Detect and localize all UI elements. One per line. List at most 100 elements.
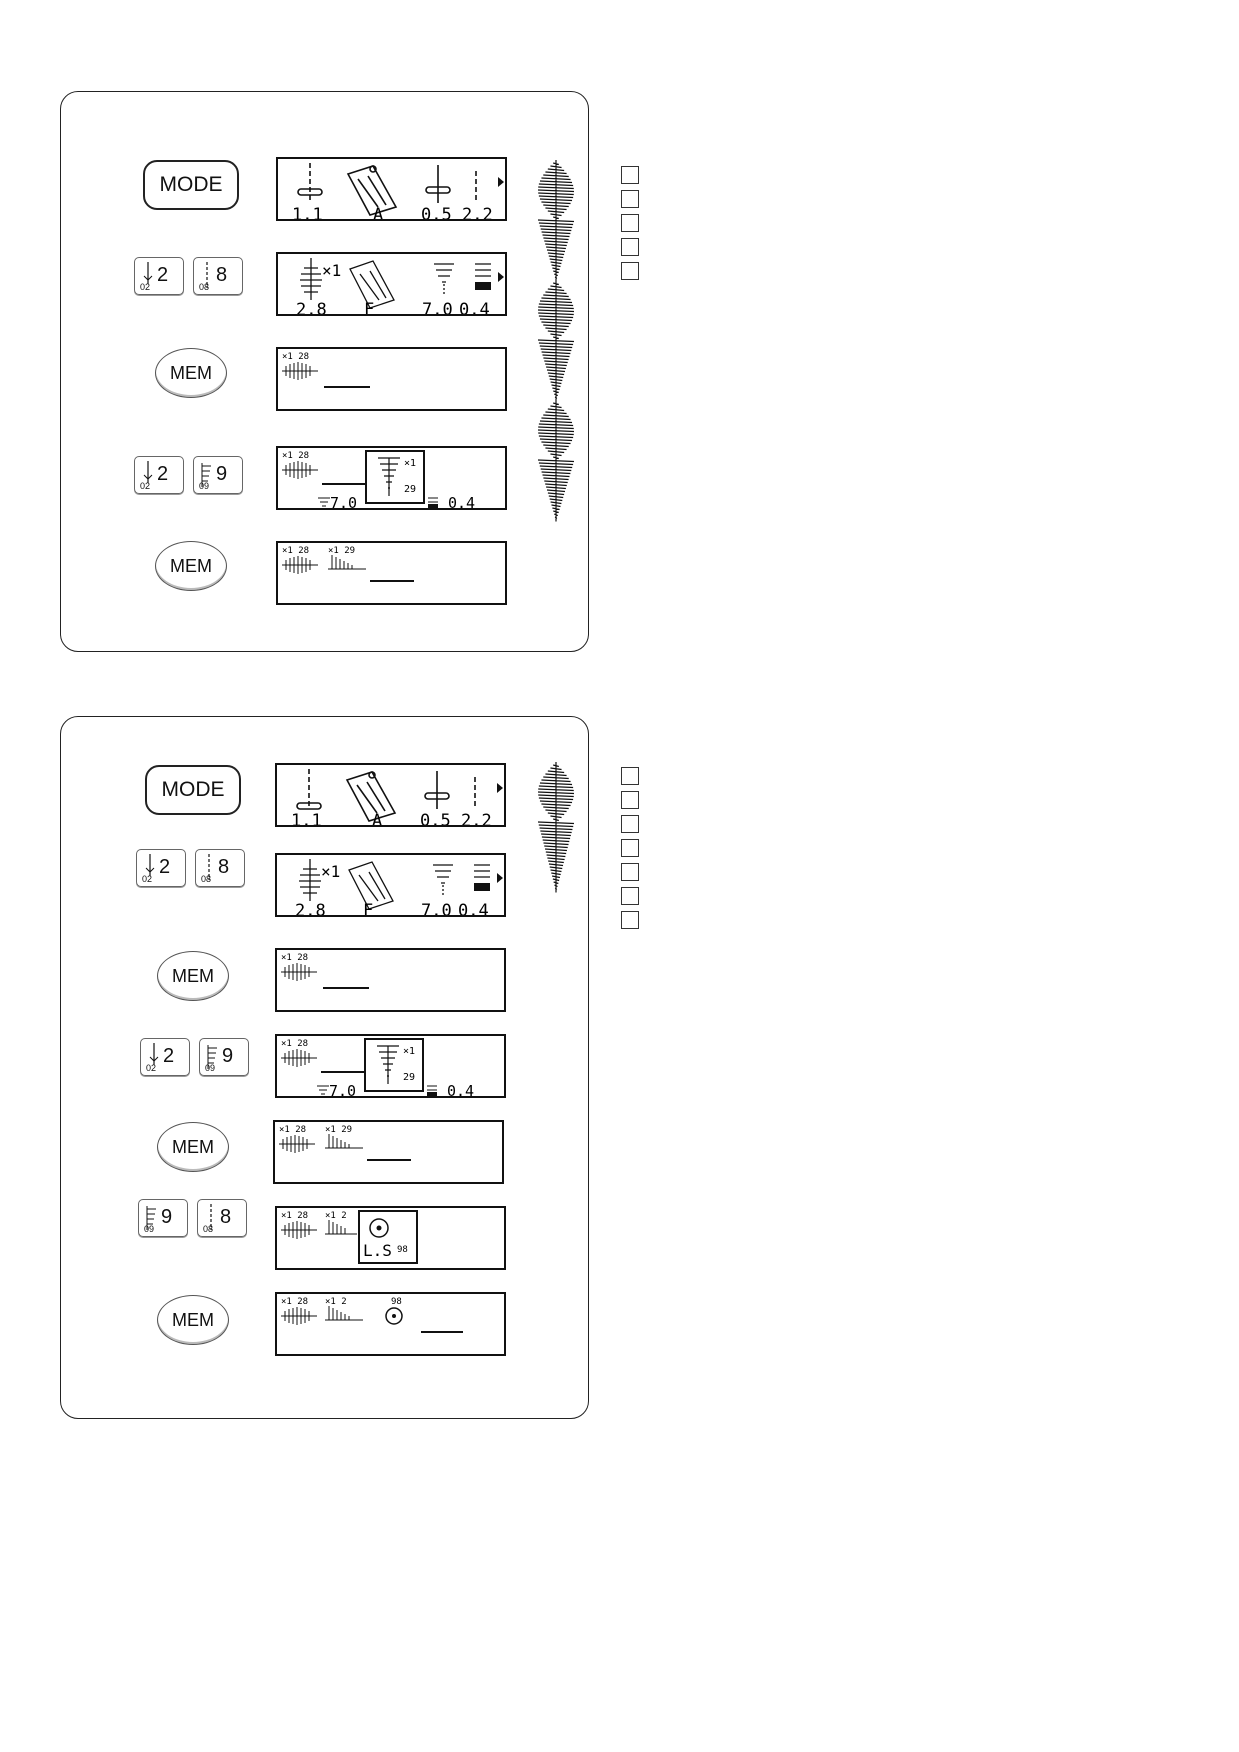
key-9[interactable]: 9 09 [193,456,243,494]
key-2[interactable]: 2 02 [140,1038,190,1076]
svg-text:1.1: 1.1 [292,205,323,221]
key-9[interactable]: 9 09 [138,1199,188,1237]
top-instruction-panel [60,91,589,652]
svg-text:×1 28: ×1 28 [281,1039,308,1049]
lcd-mode-screen: 1.1 A 0.5 2.2 [275,763,506,827]
svg-text:2.8: 2.8 [295,901,326,917]
straight-stitch-icon [210,1204,212,1230]
svg-text:×1 28: ×1 28 [281,1211,308,1221]
svg-text:98: 98 [391,1297,402,1307]
satin-stitch-icon [201,463,211,487]
checkbox[interactable] [621,262,639,280]
lcd-pattern-screen: ×1 2.8 F 7.0 0.4 [276,252,507,316]
svg-text:×1 28: ×1 28 [281,1297,308,1307]
checkbox[interactable] [621,767,639,785]
lcd-pattern-29-popup: ×1 28 ×1 29 7.0 0.4 [276,446,507,510]
svg-text:98: 98 [397,1245,408,1255]
svg-text:×1: ×1 [403,1046,415,1057]
mem-button[interactable]: MEM [157,1295,229,1345]
presser-foot-icon [346,165,398,216]
checkbox-list-top [621,166,639,286]
checkbox[interactable] [621,238,639,256]
svg-text:2.2: 2.2 [462,205,493,221]
key-2[interactable]: 2 02 [134,456,184,494]
svg-text:F: F [363,901,373,917]
svg-text:×1 28: ×1 28 [282,546,309,556]
stitch-pattern-sample [537,762,575,893]
checkbox[interactable] [621,839,639,857]
checkbox[interactable] [621,815,639,833]
svg-text:0.4: 0.4 [447,1082,474,1098]
svg-text:7.0: 7.0 [330,494,357,510]
svg-text:×1: ×1 [322,261,341,280]
svg-text:×1 28: ×1 28 [282,352,309,362]
key-9[interactable]: 9 09 [199,1038,249,1076]
stitch-pattern-sample [537,160,575,522]
lcd-lock-stitch-popup: ×1 28 ×1 2 L.S 98 [275,1206,506,1270]
svg-text:×1 2: ×1 2 [325,1211,347,1221]
checkbox[interactable] [621,791,639,809]
lock-stitch-icon [369,1218,389,1238]
lcd-memory-1: ×1 28 [276,347,507,411]
lcd-pattern-screen: ×1 2.8 F 7.0 0.4 [275,853,506,917]
svg-text:A: A [372,811,382,827]
mode-button[interactable]: MODE [143,160,239,210]
needle-left-icon [145,854,155,876]
key-2[interactable]: 2 02 [136,849,186,887]
checkbox[interactable] [621,911,639,929]
svg-text:2.8: 2.8 [296,300,327,316]
svg-text:2.2: 2.2 [461,811,492,827]
straight-stitch-icon [208,854,210,880]
key-8[interactable]: 8 08 [193,257,243,295]
svg-text:L.S: L.S [363,1241,392,1260]
mem-button[interactable]: MEM [155,348,227,398]
checkbox[interactable] [621,863,639,881]
key-2[interactable]: 2 02 [134,257,184,295]
svg-text:7.0: 7.0 [329,1082,356,1098]
mem-button[interactable]: MEM [157,1122,229,1172]
needle-left-icon [143,262,153,284]
svg-text:×1 29: ×1 29 [325,1125,352,1135]
svg-text:0.5: 0.5 [421,205,452,221]
checkbox[interactable] [621,190,639,208]
presser-foot-icon [349,260,395,309]
svg-text:29: 29 [404,484,416,495]
straight-stitch-icon [206,262,208,288]
mode-button[interactable]: MODE [145,765,241,815]
svg-text:×1 29: ×1 29 [328,546,355,556]
satin-stitch-icon [207,1045,217,1069]
mem-button[interactable]: MEM [157,951,229,1001]
svg-text:0.5: 0.5 [420,811,451,827]
lcd-memory-1: ×1 28 [275,948,506,1012]
presser-foot-icon [345,771,397,822]
presser-foot-icon [348,861,394,910]
needle-left-icon [143,461,153,483]
bottom-instruction-panel [60,716,589,1419]
svg-text:0.4: 0.4 [459,300,490,316]
key-8[interactable]: 8 08 [197,1199,247,1237]
lcd-memory-3: ×1 28 ×1 2 98 [275,1292,506,1356]
svg-text:29: 29 [403,1072,415,1083]
lock-stitch-icon [385,1307,403,1325]
svg-text:×1 28: ×1 28 [281,953,308,963]
checkbox-list-bottom [621,767,639,935]
lcd-memory-2: ×1 28 ×1 29 [276,541,507,605]
svg-text:7.0: 7.0 [422,300,453,316]
checkbox[interactable] [621,887,639,905]
svg-text:A: A [373,205,383,221]
svg-text:×1 2: ×1 2 [325,1297,347,1307]
svg-text:×1 28: ×1 28 [282,451,309,461]
svg-text:F: F [364,300,374,316]
satin-stitch-icon [146,1206,156,1230]
svg-text:×1: ×1 [404,458,416,469]
lcd-pattern-29-popup: ×1 28 ×1 29 7.0 0.4 [275,1034,506,1098]
svg-text:0.4: 0.4 [448,494,475,510]
checkbox[interactable] [621,166,639,184]
mem-button[interactable]: MEM [155,541,227,591]
svg-text:0.4: 0.4 [458,901,489,917]
lcd-memory-2: ×1 28 ×1 29 [273,1120,504,1184]
key-8[interactable]: 8 08 [195,849,245,887]
svg-text:×1: ×1 [321,862,340,881]
needle-left-icon [149,1043,159,1065]
checkbox[interactable] [621,214,639,232]
